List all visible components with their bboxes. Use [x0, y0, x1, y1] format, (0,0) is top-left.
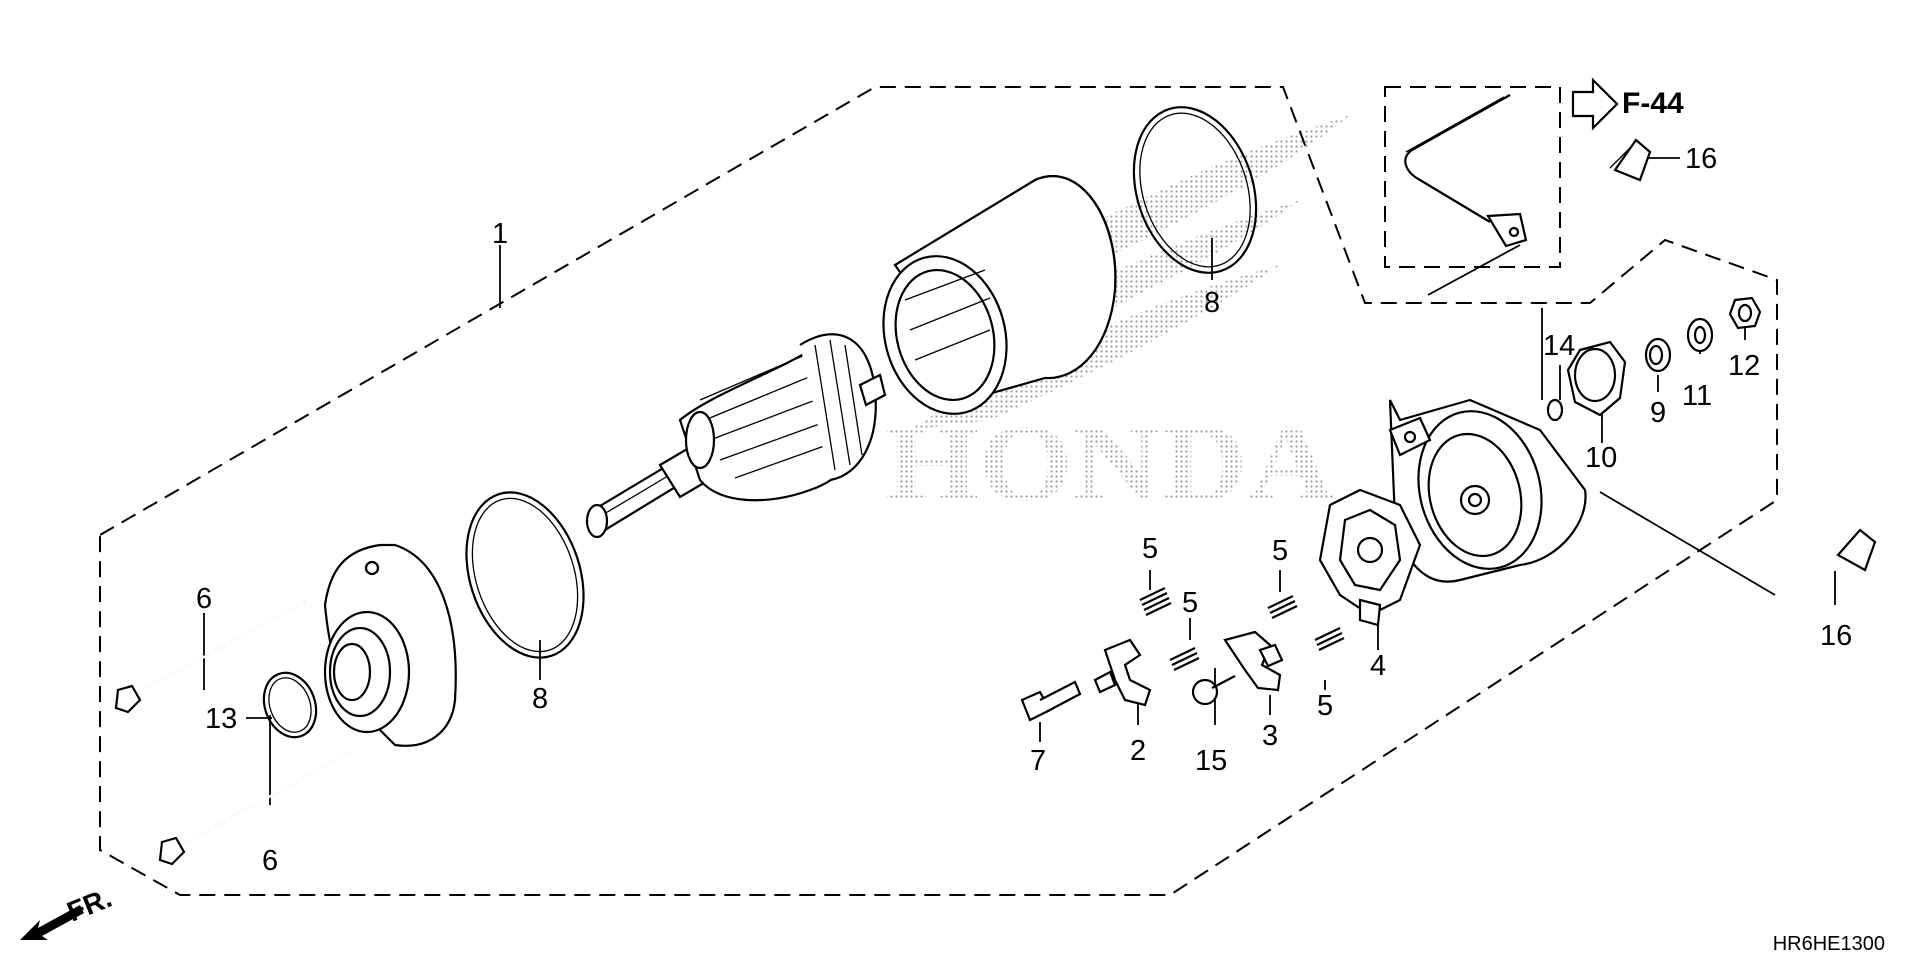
cable-reference-frame — [1384, 86, 1561, 268]
assembly-outline — [99, 86, 1778, 896]
part-label-8a: 8 — [532, 683, 548, 715]
reference-label: F-44 — [1622, 87, 1684, 120]
part-label-9: 9 — [1650, 397, 1666, 429]
brush-right — [1223, 630, 1284, 692]
honda-watermark-text: HONDA — [885, 402, 1335, 524]
mounting-bolt-upper — [1579, 138, 1652, 200]
diagram-code: HR6HE1300 — [1773, 933, 1885, 955]
part-label-2: 2 — [1130, 735, 1146, 767]
bushing — [1644, 337, 1672, 373]
hex-nut-large — [1566, 340, 1627, 417]
part-label-14: 14 — [1543, 330, 1575, 362]
o-ring-small — [262, 671, 318, 739]
o-ring-upper — [1132, 106, 1258, 274]
part-label-5b: 5 — [1182, 587, 1198, 619]
part-label-15: 15 — [1195, 745, 1227, 777]
nut-small — [1728, 296, 1762, 330]
part-label-8b: 8 — [1204, 287, 1220, 319]
part-label-5d: 5 — [1317, 690, 1333, 722]
part-label-1: 1 — [492, 218, 508, 250]
mounting-bolt-lower — [1795, 528, 1877, 590]
front-cover — [323, 543, 457, 747]
front-direction-arrow-icon — [20, 905, 84, 940]
part-label-12: 12 — [1728, 350, 1760, 382]
part-label-6a: 6 — [196, 583, 212, 615]
armature — [585, 333, 887, 539]
part-label-7: 7 — [1030, 745, 1046, 777]
starter-cable — [1404, 94, 1528, 248]
long-bolt-lower — [158, 750, 351, 866]
part-label-16b: 16 — [1820, 620, 1852, 652]
spring-3 — [1267, 595, 1298, 619]
part-label-4: 4 — [1370, 650, 1386, 682]
washer — [1686, 317, 1714, 353]
spring-4 — [1314, 627, 1345, 651]
part-label-16a: 16 — [1685, 143, 1717, 175]
brush-holder — [1318, 488, 1422, 627]
front-indicator-label: FR. — [63, 882, 116, 928]
part-label-3: 3 — [1262, 720, 1278, 752]
part-label-5a: 5 — [1142, 533, 1158, 565]
brush-left — [1093, 638, 1152, 707]
cable-leader-line — [1427, 244, 1521, 296]
screw — [1191, 675, 1236, 706]
o-ring-lower — [465, 491, 585, 659]
spring-1 — [1139, 587, 1172, 616]
long-bolt-upper — [114, 600, 306, 714]
part-label-6b: 6 — [262, 845, 278, 877]
part-label-11: 11 — [1682, 380, 1712, 412]
motor-yoke — [882, 175, 1117, 415]
part-label-13: 13 — [205, 703, 237, 735]
rear-cover — [1388, 398, 1587, 583]
washer-small — [1546, 398, 1564, 422]
part-label-10: 10 — [1585, 442, 1617, 474]
reference-arrow-icon — [1571, 77, 1619, 131]
short-bolt — [1020, 680, 1082, 722]
spring-2 — [1169, 647, 1200, 671]
part-label-5c: 5 — [1272, 535, 1288, 567]
